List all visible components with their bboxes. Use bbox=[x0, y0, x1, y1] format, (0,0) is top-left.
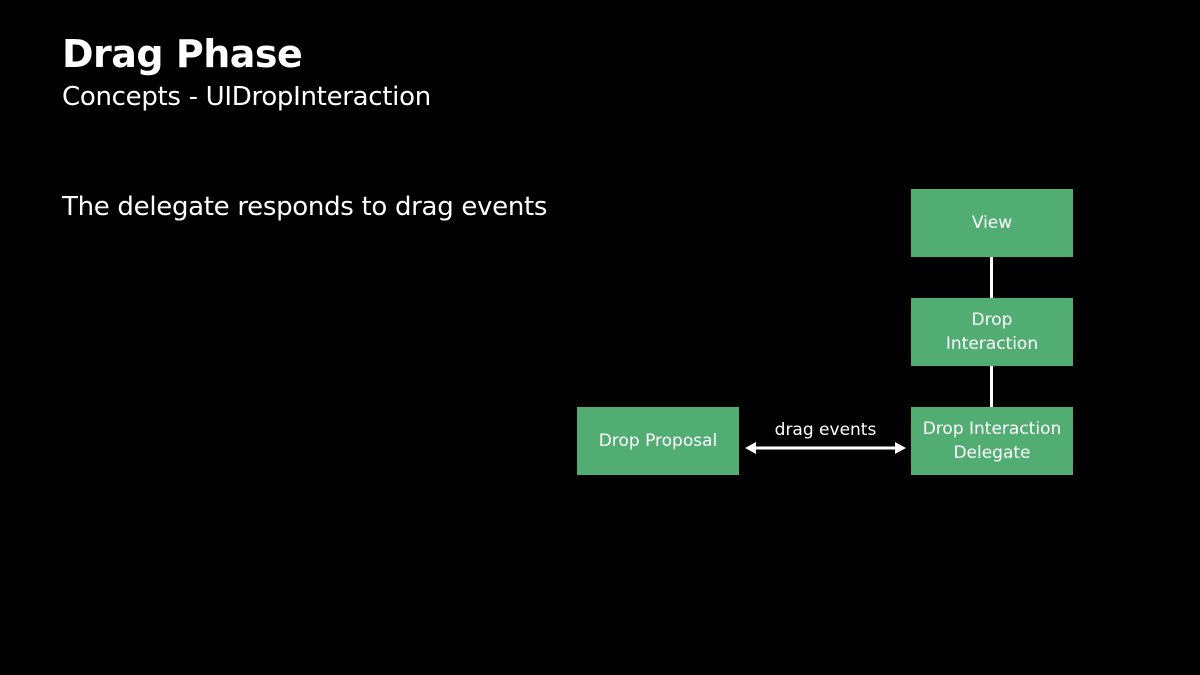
slide-subtitle: Concepts - UIDropInteraction bbox=[62, 82, 431, 112]
view-node: View bbox=[911, 189, 1073, 257]
drag-events-double-arrow bbox=[745, 442, 906, 454]
drop-interaction-delegate-node: Drop Interaction Delegate bbox=[911, 407, 1073, 475]
delegate-label-line-1: Drop Interaction bbox=[922, 419, 1062, 439]
interaction-to-delegate-connector bbox=[990, 366, 993, 407]
arrowhead-left-icon bbox=[745, 442, 756, 454]
drop-proposal-node: Drop Proposal bbox=[577, 407, 739, 475]
slide-bullet-text: The delegate responds to drag events bbox=[62, 192, 548, 222]
drag-events-label: drag events bbox=[774, 420, 877, 440]
view-to-interaction-connector bbox=[990, 257, 993, 298]
drop-interaction-node: Drop Interaction bbox=[911, 298, 1073, 366]
drop-proposal-label: Drop Proposal bbox=[598, 431, 718, 451]
drop-interaction-label-line-1: Drop bbox=[971, 310, 1013, 330]
drop-interaction-label-line-2: Interaction bbox=[945, 334, 1039, 354]
view-node-label: View bbox=[971, 213, 1013, 233]
delegate-label-line-2: Delegate bbox=[953, 443, 1031, 463]
slide-title: Drag Phase bbox=[62, 32, 303, 76]
arrowhead-right-icon bbox=[895, 442, 906, 454]
